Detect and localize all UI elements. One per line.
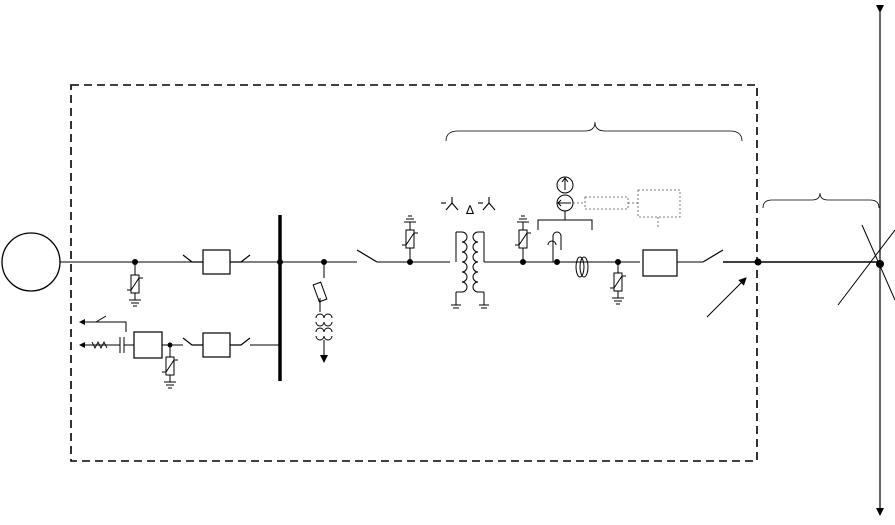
fuse bbox=[312, 259, 328, 312]
measurement-unit bbox=[573, 189, 681, 228]
breaker-box bbox=[182, 249, 251, 275]
power-transformer bbox=[451, 231, 489, 309]
control-box bbox=[642, 249, 678, 277]
breaker-box bbox=[182, 332, 251, 358]
surge-arrester bbox=[610, 259, 626, 305]
current-transformer bbox=[537, 176, 593, 278]
delta-label: ∆ bbox=[465, 203, 475, 217]
station-boundary bbox=[70, 84, 758, 462]
surge-arrester bbox=[402, 215, 418, 265]
adjustable-arrow bbox=[706, 277, 747, 318]
disconnector-switch bbox=[356, 249, 378, 263]
breaker-box bbox=[133, 331, 163, 359]
brace-transformer-section bbox=[445, 121, 743, 142]
surge-arrester bbox=[515, 215, 531, 265]
brace-line-section bbox=[762, 192, 880, 209]
disconnector-switch bbox=[702, 249, 724, 263]
winding-symbols bbox=[441, 197, 496, 211]
generator-circle bbox=[1, 232, 61, 292]
surge-arrester bbox=[127, 259, 143, 307]
surge-arrester bbox=[162, 345, 178, 389]
voltage-transformer bbox=[315, 313, 333, 363]
outgoing-feeders bbox=[79, 315, 134, 353]
